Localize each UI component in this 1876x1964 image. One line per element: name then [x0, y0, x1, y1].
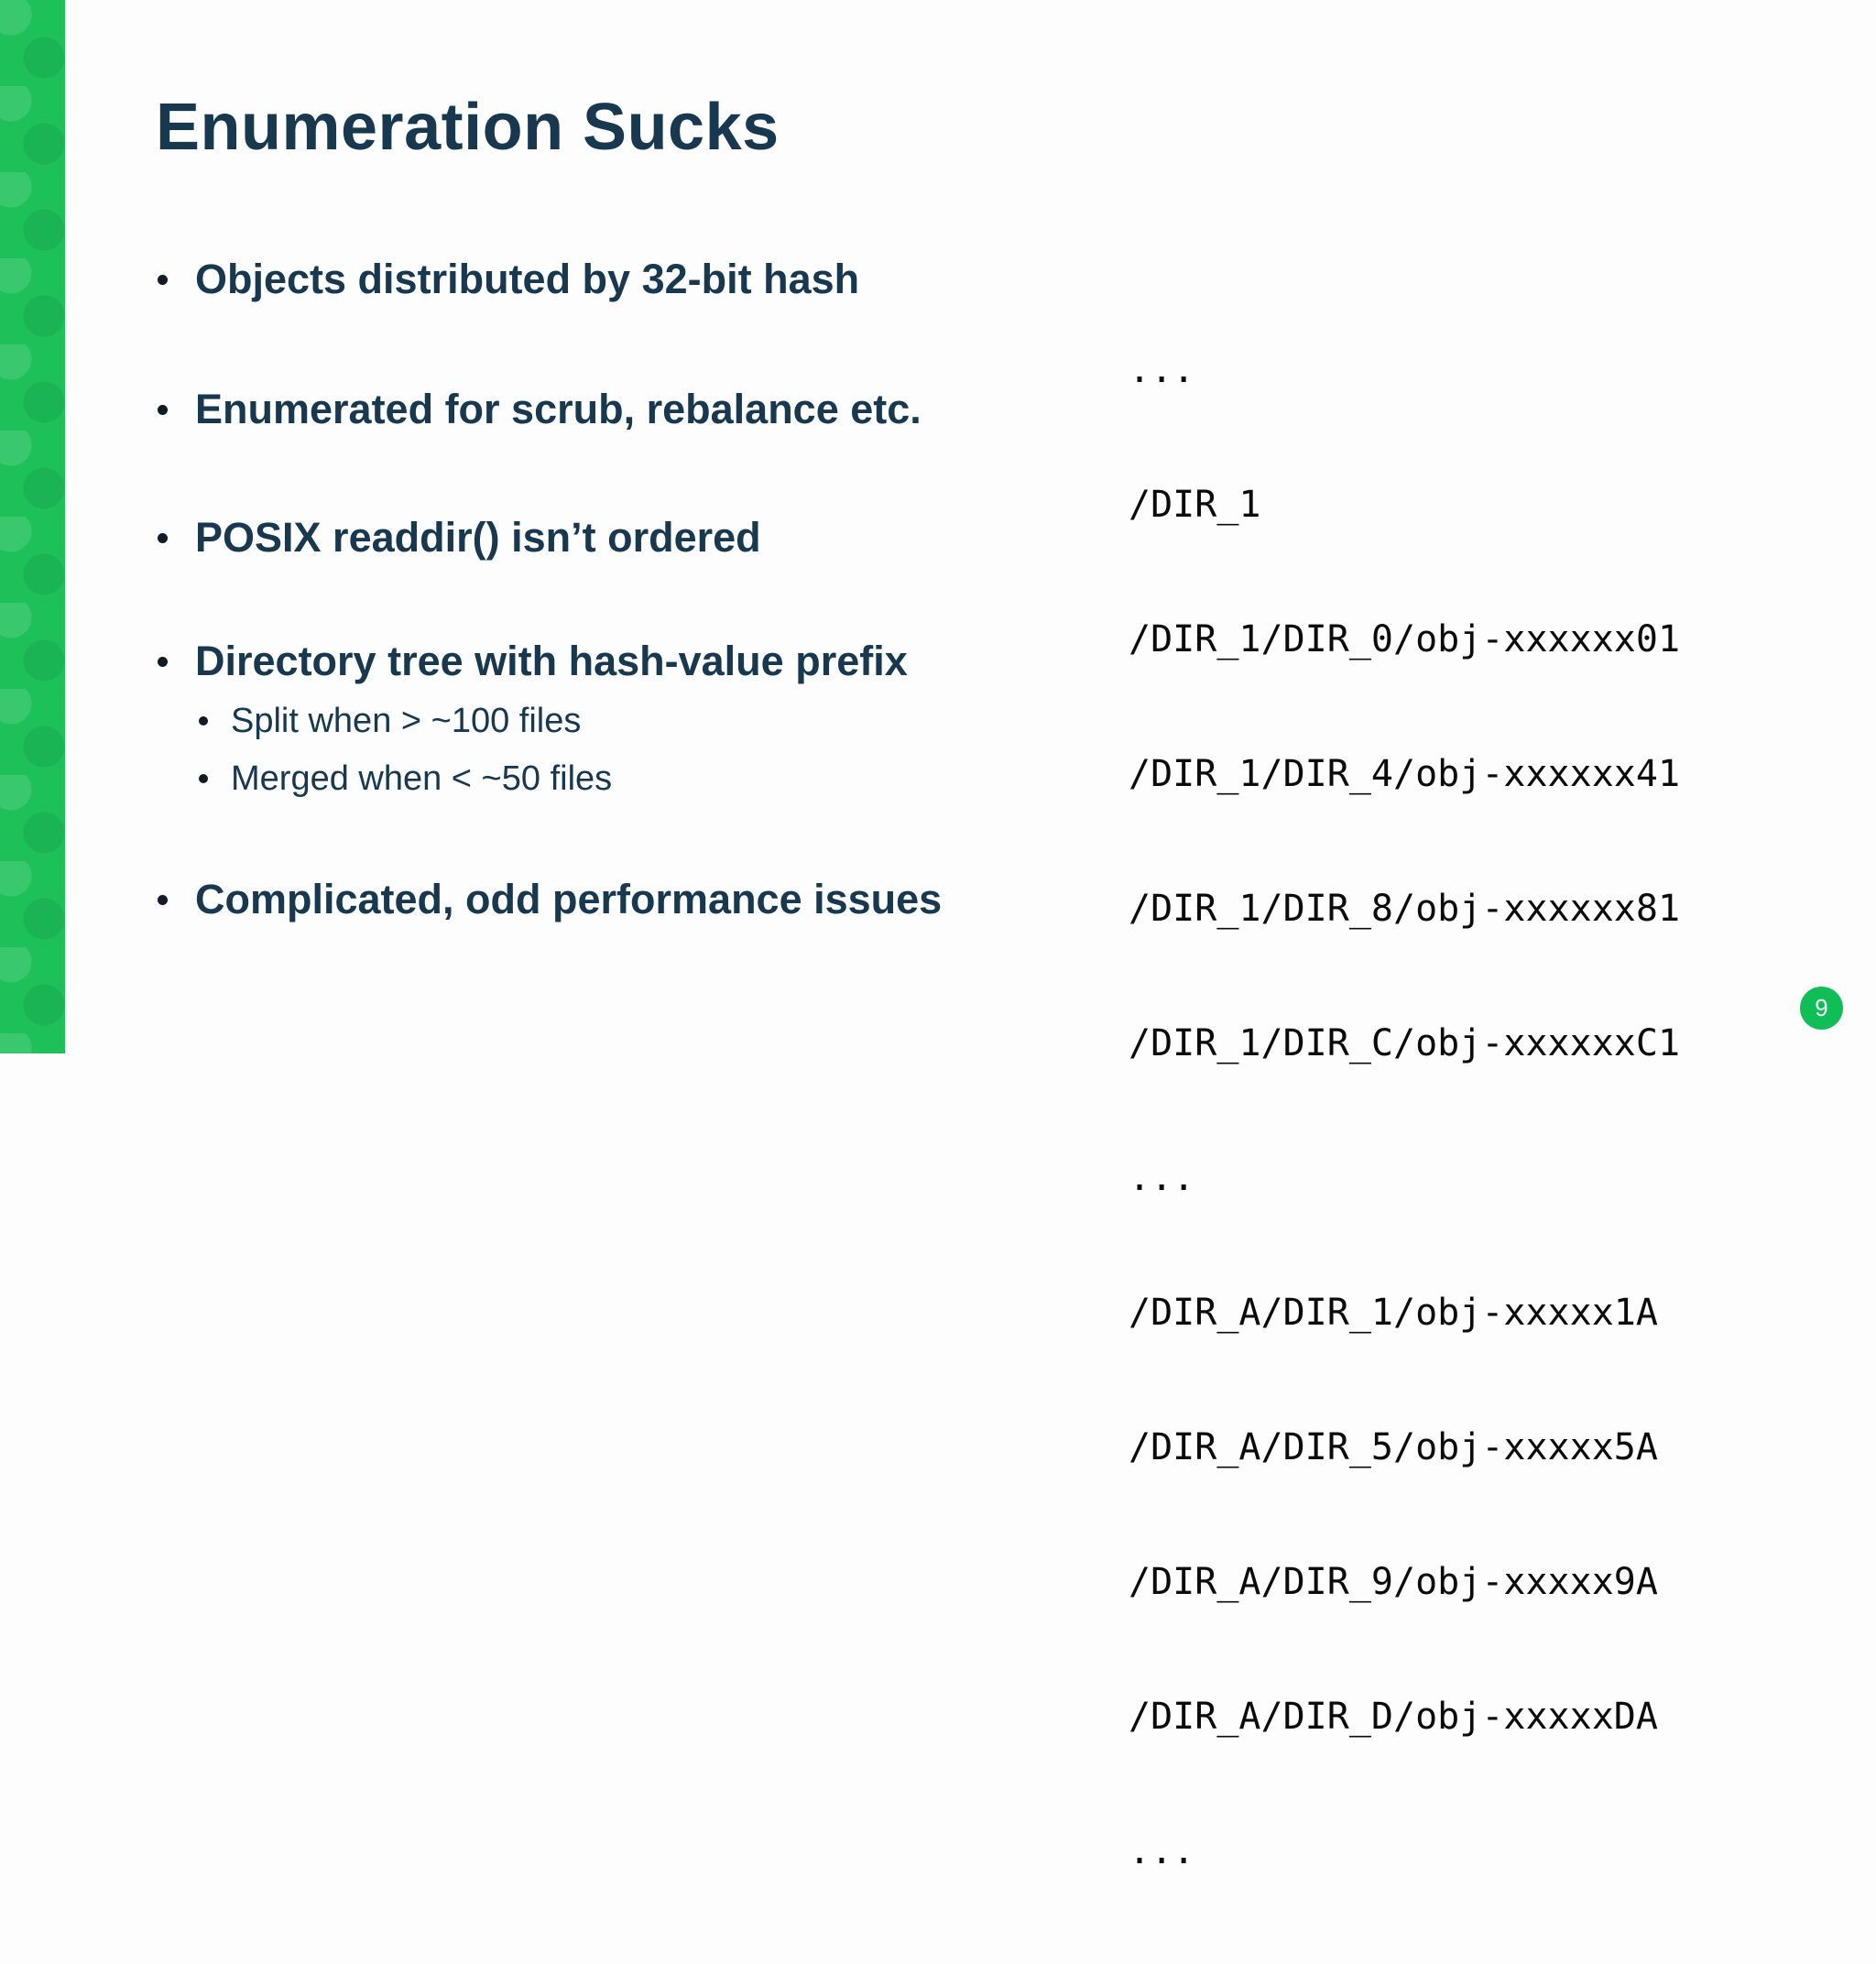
bullet-dot — [158, 894, 168, 905]
bullet-item: Complicated, odd performance issues — [158, 874, 942, 925]
code-line: /DIR_1/DIR_0/obj-xxxxxx01 — [1129, 618, 1681, 660]
sub-bullet-item: Merged when < ~50 files — [199, 757, 612, 801]
bullet-dot — [158, 656, 168, 667]
code-line: /DIR_A/DIR_D/obj-xxxxxDA — [1129, 1696, 1658, 1738]
bullet-dot — [199, 774, 208, 783]
bullet-item: Objects distributed by 32-bit hash — [158, 254, 859, 305]
green-hex-pattern-sidebar — [0, 0, 65, 1053]
bullet-dot — [199, 716, 208, 726]
bullet-text: POSIX readdir() isn’t ordered — [195, 514, 761, 561]
bullet-item: Enumerated for scrub, rebalance etc. — [158, 384, 922, 435]
page-number: 9 — [1815, 994, 1828, 1021]
code-line: ... — [1129, 349, 1195, 391]
bullet-text: Objects distributed by 32-bit hash — [195, 256, 860, 302]
directory-listing-code: ... /DIR_1 /DIR_1/DIR_0/obj-xxxxxx01 /DI… — [1129, 258, 1680, 1964]
code-line: /DIR_A/DIR_5/obj-xxxxx5A — [1129, 1426, 1658, 1468]
code-line: ... — [1129, 1157, 1195, 1199]
code-line: /DIR_1/DIR_4/obj-xxxxxx41 — [1129, 753, 1681, 795]
bullet-text: Complicated, odd performance issues — [195, 876, 943, 922]
page-number-badge: 9 — [1800, 987, 1843, 1030]
bullet-text: Enumerated for scrub, rebalance etc. — [195, 386, 922, 432]
bullet-dot — [158, 274, 168, 285]
bullet-dot — [158, 404, 168, 415]
bullet-text: Split when > ~100 files — [231, 702, 582, 740]
presentation-slide: Enumeration Sucks Objects distributed by… — [0, 0, 1843, 1872]
code-line: /DIR_A/DIR_1/obj-xxxxx1A — [1129, 1292, 1658, 1334]
code-line: /DIR_1 — [1129, 484, 1261, 526]
code-line: /DIR_1/DIR_C/obj-xxxxxxC1 — [1129, 1022, 1681, 1064]
code-line: ... — [1129, 1830, 1195, 1872]
slide-title: Enumeration Sucks — [156, 91, 780, 164]
bullet-item: POSIX readdir() isn’t ordered — [158, 512, 761, 563]
bullet-text: Merged when < ~50 files — [231, 759, 613, 798]
bullet-item: Directory tree with hash-value prefix — [158, 636, 908, 687]
code-line: /DIR_A/DIR_9/obj-xxxxx9A — [1129, 1561, 1658, 1603]
bullet-text: Directory tree with hash-value prefix — [195, 638, 908, 684]
sub-bullet-item: Split when > ~100 files — [199, 699, 581, 743]
code-line: /DIR_1/DIR_8/obj-xxxxxx81 — [1129, 888, 1681, 930]
bullet-dot — [158, 532, 168, 543]
